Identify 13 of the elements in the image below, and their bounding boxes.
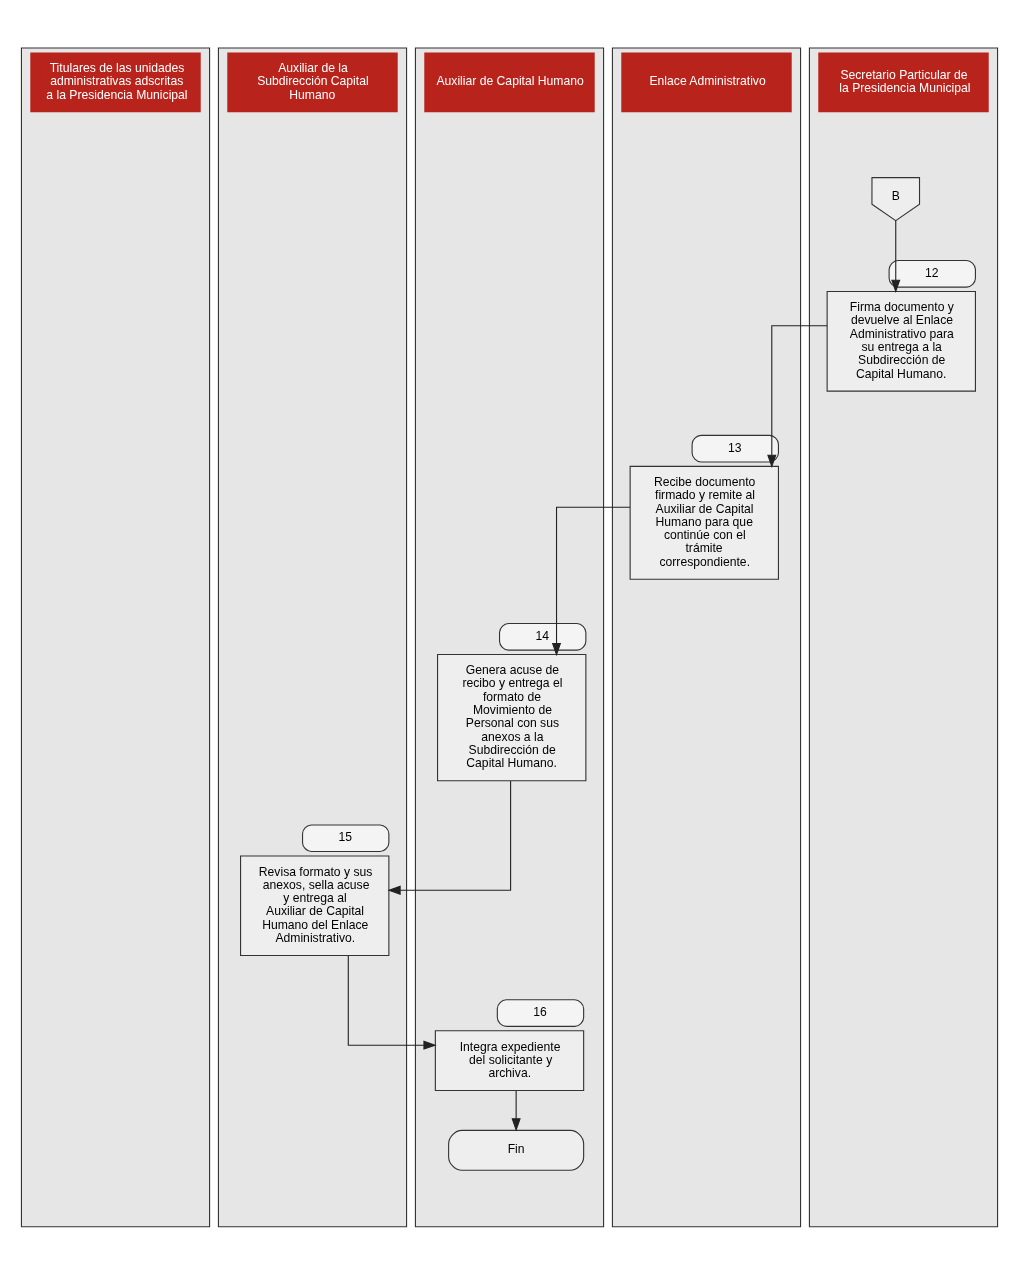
arrow (551, 506, 631, 656)
arrow (347, 954, 437, 1050)
arrow (511, 1089, 521, 1132)
node-label: 12 (925, 265, 939, 280)
arrow (891, 219, 901, 293)
node-box: Titulares de las unidades administrativas adscritas a la Presidencia Municipal (20, 46, 211, 1227)
node-label: 16 (533, 1004, 547, 1019)
node-label: 13 (728, 440, 742, 455)
node-box: Fin (448, 1129, 585, 1171)
node-label: 15 (338, 829, 353, 844)
node-label: 14 (535, 628, 550, 643)
arrow (387, 779, 512, 895)
arrow (767, 324, 828, 468)
